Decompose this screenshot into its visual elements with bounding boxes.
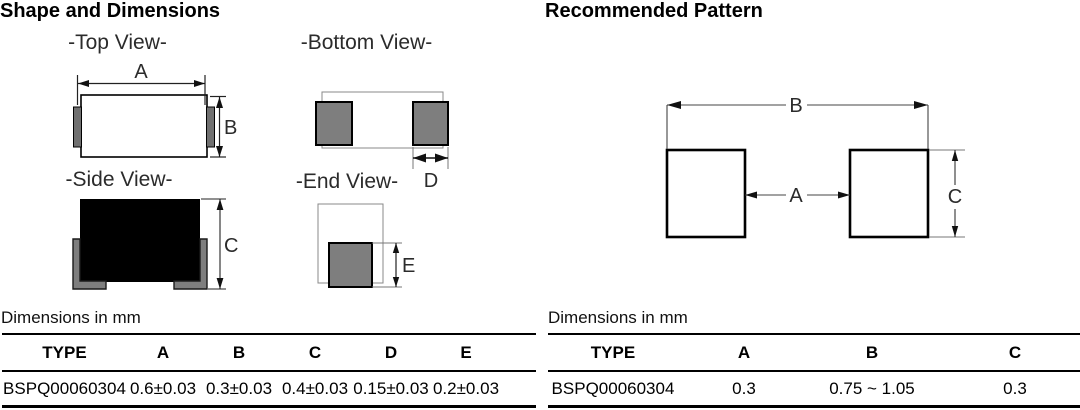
cell-e: 0.2±0.03 [431, 371, 536, 408]
arrowhead-right [435, 153, 448, 163]
table-header-row: TYPE A B C D E [2, 333, 536, 372]
side-view-dim-C [201, 198, 226, 290]
left-table-caption: Dimensions in mm [1, 308, 141, 327]
pattern-dim-B [666, 104, 929, 149]
col-header-d: D [351, 333, 431, 372]
arrowhead-up [216, 199, 224, 210]
end-view-dim-E [372, 242, 402, 288]
cell-d: 0.15±0.03 [351, 371, 431, 408]
dim-label-D: D [424, 170, 438, 192]
top-view-terminal-right [206, 106, 215, 148]
arrowhead-left [78, 80, 89, 87]
pattern-pad-right [848, 148, 930, 239]
col-header-type: TYPE [548, 333, 678, 372]
cell-c: 0.4±0.03 [279, 371, 351, 408]
col-header-type: TYPE [2, 333, 127, 372]
col-header-c: C [279, 333, 351, 372]
dim-label-C: C [224, 235, 238, 257]
side-view-terminal-right [173, 238, 208, 290]
dim-label-E: E [402, 255, 415, 277]
top-view-label: -Top View- [68, 31, 167, 54]
arrowhead-up [392, 243, 400, 253]
arrowhead-down [216, 146, 223, 157]
top-view-body [80, 94, 208, 158]
arrowhead-left [413, 153, 426, 163]
side-view-terminal-left [72, 238, 107, 290]
recommended-pattern-drawing: B A C [665, 95, 965, 239]
top-view-terminal-left [73, 106, 82, 148]
side-view-body [80, 199, 200, 282]
cell-b: 0.75 ~ 1.05 [810, 371, 934, 408]
dim-label-A: A [789, 185, 803, 207]
pattern-dim-C [929, 149, 965, 238]
arrowhead-right [914, 101, 928, 109]
cell-a: 0.6±0.03 [127, 371, 199, 408]
arrowhead-down [216, 278, 224, 289]
recommended-pattern-title: Recommended Pattern [545, 0, 763, 22]
dim-label-C: C [948, 186, 962, 208]
bottom-view-label: -Bottom View- [300, 31, 433, 54]
side-view-label: -Side View- [65, 168, 173, 191]
end-view-drawing: E [317, 203, 415, 288]
dim-label-B: B [789, 95, 802, 117]
col-header-a: A [678, 333, 810, 372]
end-view-label: -End View- [295, 170, 399, 193]
col-header-e: E [431, 333, 536, 372]
col-header-a: A [127, 333, 199, 372]
pattern-pad-left [665, 148, 747, 239]
arrowhead-left [667, 101, 681, 109]
arrowhead-left [745, 191, 757, 199]
arrowhead-down [392, 277, 400, 287]
col-header-c: C [934, 333, 1080, 372]
table-row: BSPQ00060304 0.6±0.03 0.3±0.03 0.4±0.03 … [2, 371, 536, 408]
table-row: BSPQ00060304 0.3 0.75 ~ 1.05 0.3 [548, 371, 1080, 408]
shape-dimensions-title: Shape and Dimensions [0, 0, 221, 22]
arrowhead-up [951, 150, 959, 161]
recommended-pattern-table: TYPE A B C BSPQ00060304 0.3 0.75 ~ 1.05 … [548, 333, 1080, 408]
col-header-b: B [810, 333, 934, 372]
dim-label-B: B [224, 117, 237, 139]
cell-b: 0.3±0.03 [199, 371, 279, 408]
cell-a: 0.3 [678, 371, 810, 408]
dim-label-A: A [134, 61, 148, 83]
cell-type: BSPQ00060304 [2, 371, 127, 408]
cell-c: 0.3 [934, 371, 1080, 408]
table-header-row: TYPE A B C [548, 333, 1080, 372]
arrowhead-up [216, 97, 223, 108]
arrowhead-right [194, 80, 205, 87]
cell-type: BSPQ00060304 [548, 371, 678, 408]
top-view-drawing: A B [73, 61, 237, 158]
bottom-view-pad-right [412, 101, 449, 146]
top-view-dim-A [76, 75, 206, 105]
col-header-b: B [199, 333, 279, 372]
arrowhead-down [951, 226, 959, 237]
bottom-view-drawing: D [315, 91, 449, 192]
right-table-caption: Dimensions in mm [548, 308, 688, 327]
bottom-view-pad-left [315, 101, 353, 146]
end-view-pad [328, 242, 373, 288]
side-view-drawing: C [72, 198, 238, 290]
shape-dimensions-table: TYPE A B C D E BSPQ00060304 0.6±0.03 0.3… [2, 333, 536, 408]
arrowhead-right [838, 191, 850, 199]
